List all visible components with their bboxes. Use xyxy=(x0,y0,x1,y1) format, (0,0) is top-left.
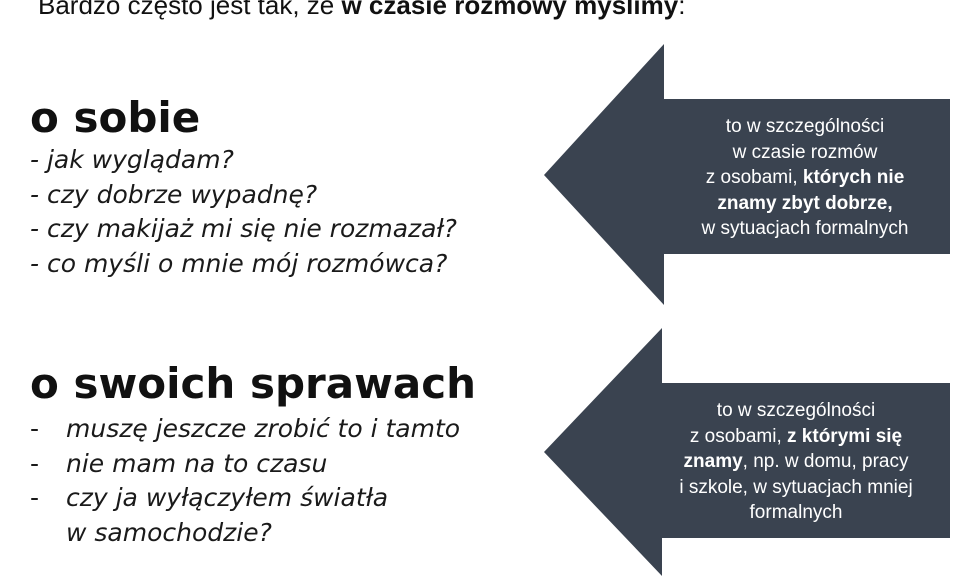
section2-list: -muszę jeszcze zrobić to i tamto -nie ma… xyxy=(30,412,460,550)
arrow1-text-normal: z osobami, xyxy=(705,167,803,188)
list-item: -nie mam na to czasu xyxy=(30,447,460,482)
left-arrow-icon xyxy=(544,44,950,305)
section1-heading: o sobie xyxy=(30,93,201,142)
section2-heading: o swoich sprawach xyxy=(30,359,477,408)
arrow2-line: to w szczególności xyxy=(716,400,876,421)
intro-suffix: : xyxy=(678,0,686,20)
intro-prefix: Bardzo często jest tak, że xyxy=(38,0,342,20)
list-item-text: muszę jeszcze zrobić to i tamto xyxy=(66,414,461,443)
arrow2-text-normal: , np. w domu, pracy xyxy=(742,451,909,472)
arrow-shape-2 xyxy=(544,328,950,576)
arrow2-text-bold: znamy xyxy=(683,451,743,472)
list-item-text: czy ja wyłączyłem światła xyxy=(66,483,389,512)
list-item: - czy makijaż mi się nie rozmazał? xyxy=(30,214,457,243)
list-item-continuation: w samochodzie? xyxy=(66,517,272,547)
arrow2-text-normal: z osobami, xyxy=(689,425,788,447)
arrow2-line: z osobami, z którymi się xyxy=(655,424,937,450)
list-item: - co myśli o mnie mój rozmówca? xyxy=(30,248,448,278)
intro-text: Bardzo często jest tak, że w czasie rozm… xyxy=(38,0,938,20)
arrow1-line: to w szczególności xyxy=(725,116,885,137)
list-item: - czy dobrze wypadnę? xyxy=(30,179,318,209)
list-dash: - xyxy=(30,483,40,512)
arrow2-line: formalnych xyxy=(749,502,843,523)
list-item-text: nie mam na to czasu xyxy=(66,448,328,478)
list-dash: - xyxy=(30,414,40,443)
list-dash: - xyxy=(30,448,40,478)
left-arrow-icon xyxy=(544,328,950,576)
arrow1-text: to w szczególności w czasie rozmów z oso… xyxy=(670,114,940,242)
arrow2-line: znamy, np. w domu, pracy xyxy=(655,449,937,475)
arrow1-text-bold: znamy zbyt dobrze, xyxy=(717,192,893,214)
arrow1-text-bold: których nie xyxy=(802,167,905,188)
list-item: -muszę jeszcze zrobić to i tamto xyxy=(30,412,460,447)
arrow2-line: i szkole, w sytuacjach mniej xyxy=(679,476,913,498)
intro-bold: w czasie rozmowy myślimy xyxy=(341,0,679,20)
arrow-shape-1 xyxy=(544,44,950,305)
list-item: - jak wyglądam? xyxy=(30,145,234,174)
arrow2-text-bold: z którymi się xyxy=(787,425,903,447)
arrow1-line: w czasie rozmów xyxy=(732,141,878,163)
arrow1-line: znamy zbyt dobrze, xyxy=(670,191,940,217)
arrow1-line: w sytuacjach formalnych xyxy=(701,218,909,239)
list-item: -czy ja wyłączyłem światła w samochodzie? xyxy=(30,481,460,550)
arrow2-text: to w szczególności z osobami, z którymi … xyxy=(655,398,937,526)
section1-list: - jak wyglądam? - czy dobrze wypadnę? - … xyxy=(30,143,457,281)
arrow1-line: z osobami, których nie xyxy=(670,165,940,191)
